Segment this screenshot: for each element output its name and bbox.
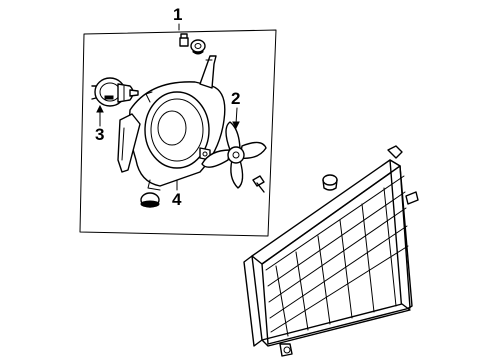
callout-4: 4: [172, 190, 182, 209]
radiator: [243, 145, 419, 357]
rubber-mount: [140, 192, 160, 208]
fan-motor: [91, 77, 139, 107]
bolt: [252, 175, 265, 193]
fan-shroud: [117, 55, 226, 191]
assembly-frame: [79, 29, 277, 237]
callout-1: 1: [173, 5, 182, 24]
callout-3: 3: [95, 125, 104, 144]
fan-blade: [201, 121, 267, 189]
callout-2: 2: [231, 89, 240, 108]
grommet-screw: [179, 33, 206, 55]
